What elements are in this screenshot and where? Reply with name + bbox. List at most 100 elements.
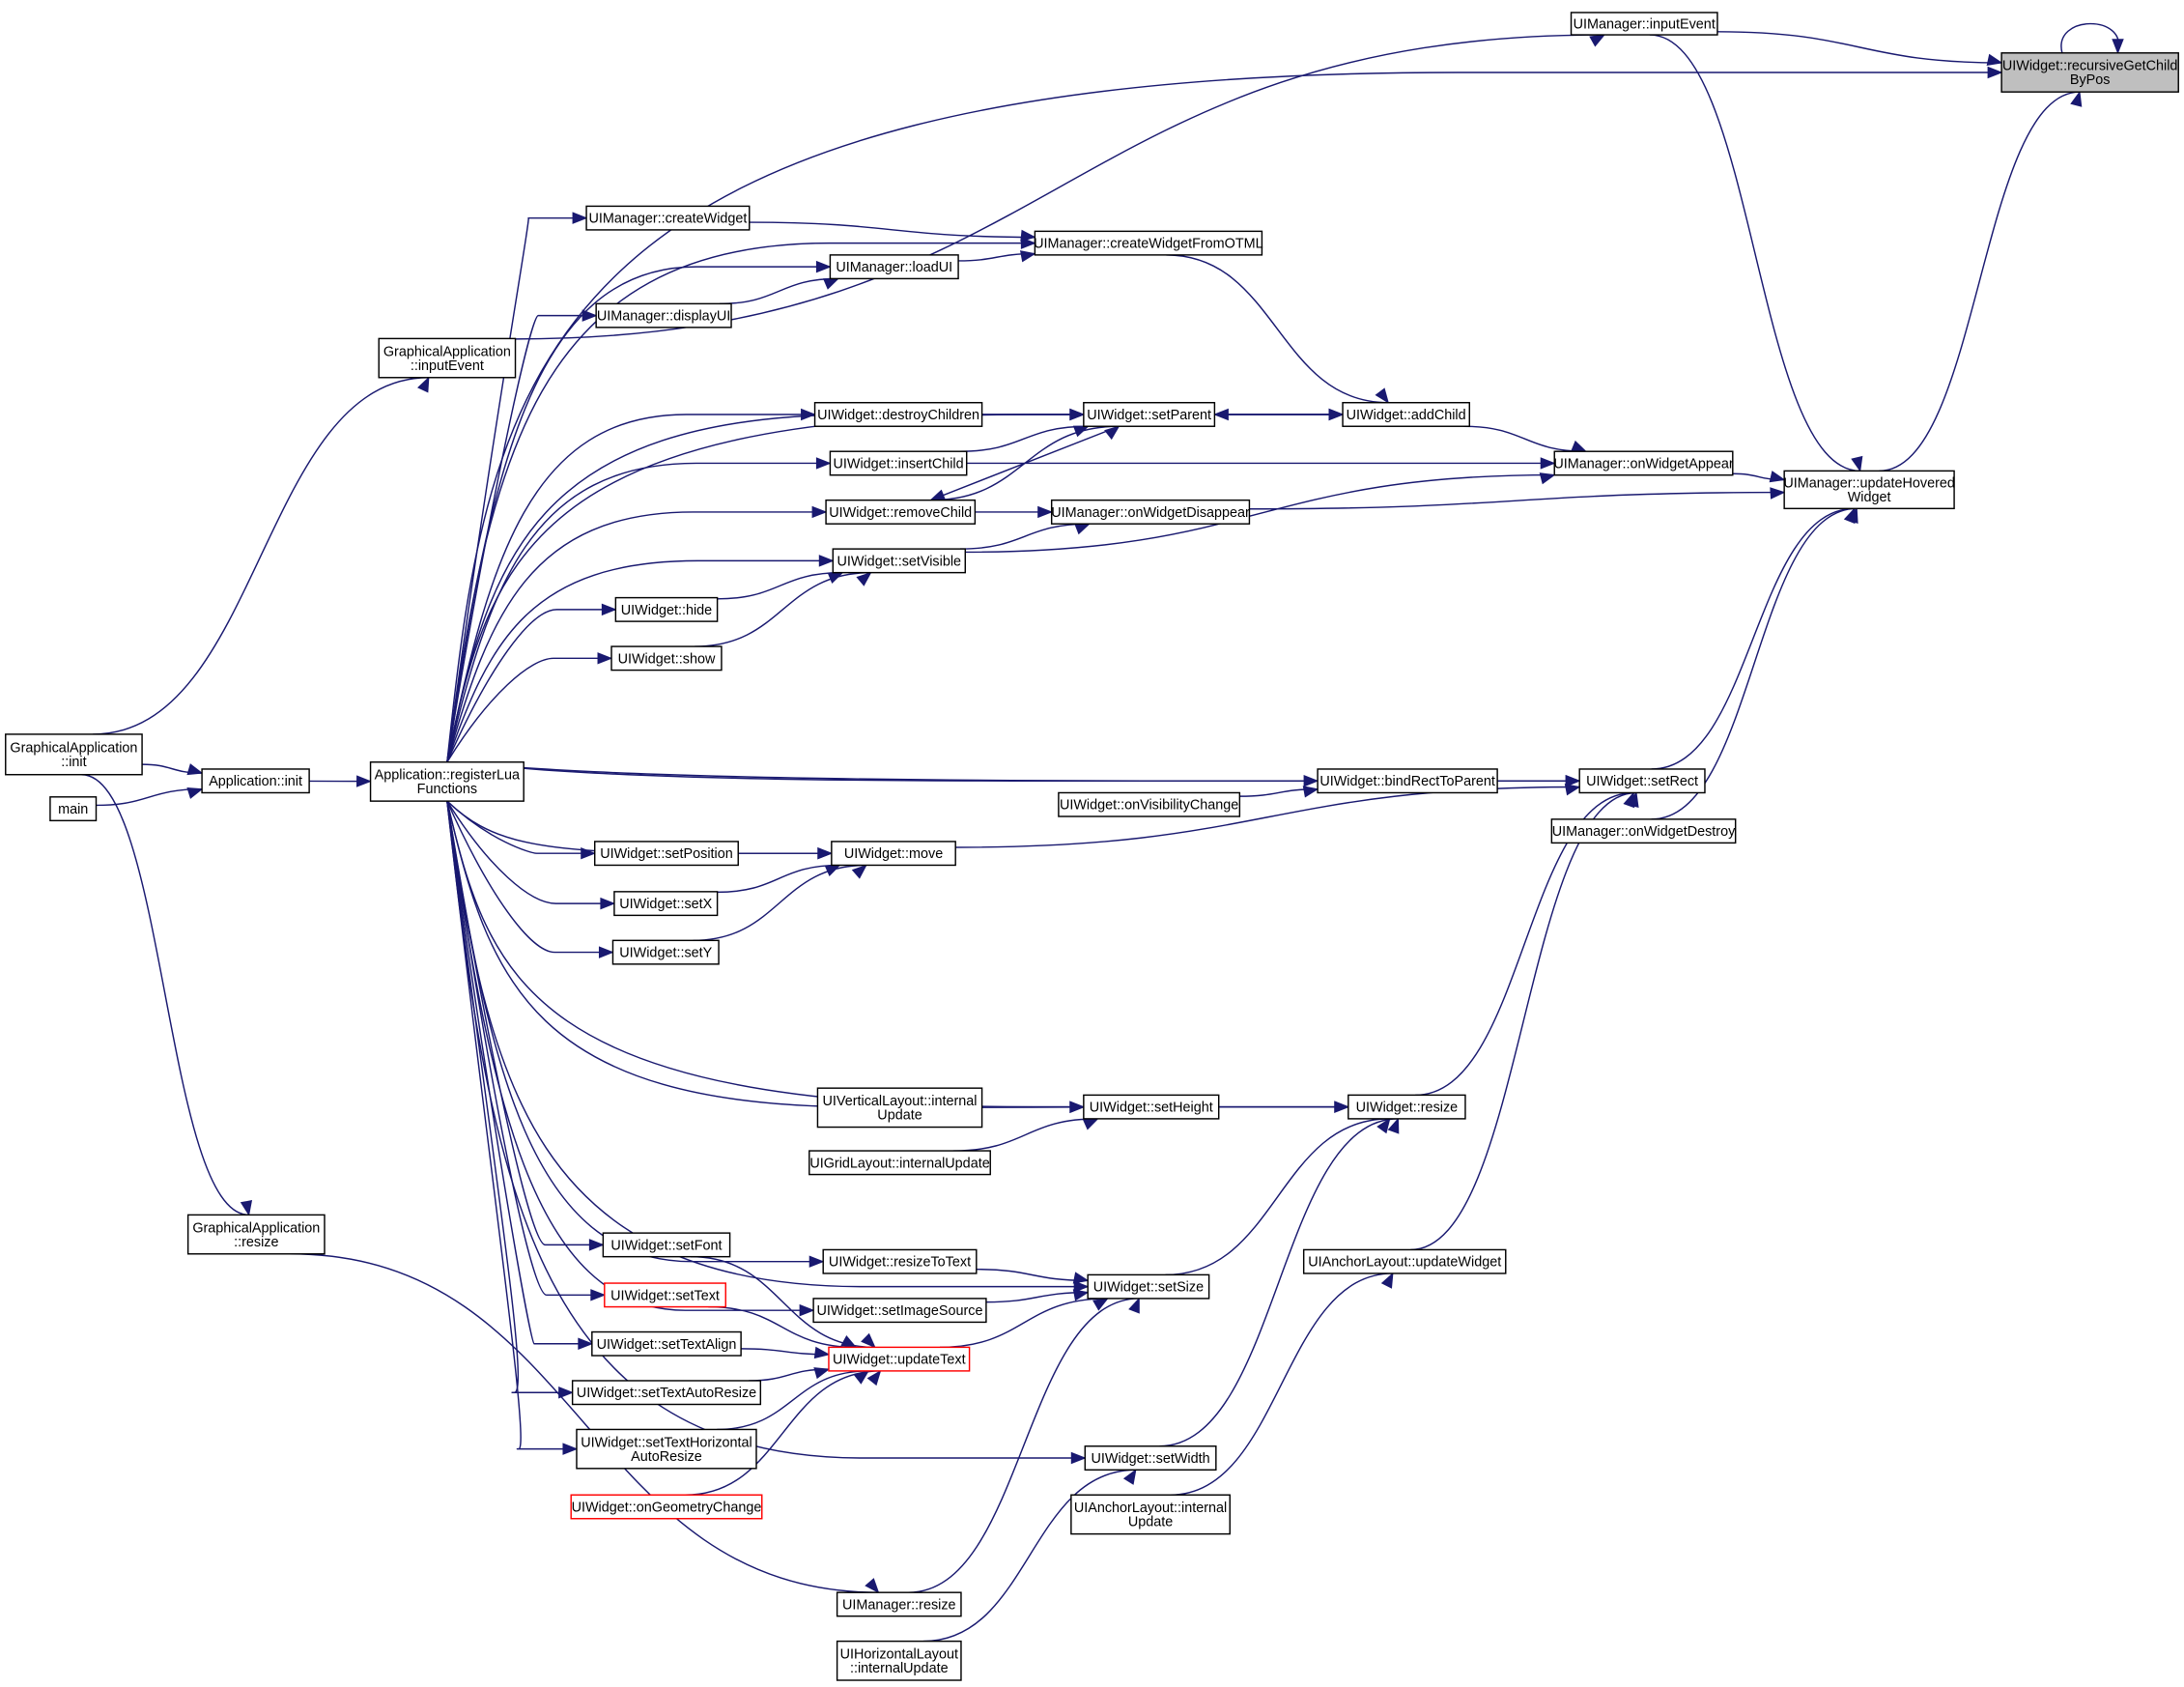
node-gridInternalUpdate[interactable]: UIGridLayout::internalUpdate [808,1150,991,1176]
edge-line [976,1268,1089,1282]
node-label: UIWidget::setPosition [600,846,733,862]
node-setWidth[interactable]: UIWidget::setWidth [1084,1445,1217,1471]
node-Application_init[interactable]: Application::init [201,768,310,794]
node-box [611,939,720,965]
node-label: ::resize [234,1235,278,1250]
node-verticalInternalUpdate[interactable]: UIVerticalLayout::internalUpdate [816,1087,983,1129]
edge-registerLuaFunctions-to-removeChild [446,505,828,762]
node-label: UIWidget::show [618,651,716,667]
node-label: UIWidget::setY [619,946,712,961]
node-setVisible[interactable]: UIWidget::setVisible [832,548,967,574]
node-addChild[interactable]: UIWidget::addChild [1342,402,1470,427]
node-label: UIAnchorLayout::updateWidget [1308,1255,1501,1271]
node-createWidget[interactable]: UIManager::createWidget [585,205,751,231]
node-label: UIManager::createWidgetFromOTML [1034,237,1263,252]
nodes-layer: UIWidget::recursiveGetChildByPosUIManage… [5,12,2179,1681]
node-setRect[interactable]: UIWidget::setRect [1578,768,1706,794]
edge-line [1879,91,2080,472]
node-label: UIManager::inputEvent [1574,17,1716,33]
node-setTextAlign[interactable]: UIWidget::setTextAlign [591,1330,742,1357]
node-box [829,254,959,280]
node-setFont[interactable]: UIWidget::setFont [602,1232,731,1258]
node-box [595,302,732,329]
node-onWidgetAppear[interactable]: UIManager::onWidgetAppear [1553,450,1734,476]
node-setImageSource[interactable]: UIWidget::setImageSource [812,1298,987,1324]
edge-setVisible-to-onWidgetDisappear [959,523,1092,550]
edge-line [717,571,843,600]
node-move[interactable]: UIWidget::move [831,841,956,867]
node-anchorInternalUpdate[interactable]: UIAnchorLayout::internalUpdate [1070,1494,1231,1535]
node-label: UIManager::loadUI [836,260,952,275]
node-setY[interactable]: UIWidget::setY [611,939,720,965]
node-box [1058,791,1241,817]
edge-setTextAutoResize-to-updateText [749,1367,831,1382]
node-main[interactable]: main [49,796,98,822]
node-setX[interactable]: UIWidget::setX [613,891,719,917]
edge-onGeometryChange-to-updateText [685,1369,882,1496]
node-box [1317,768,1498,794]
edge-line [1415,791,1634,1097]
node-show[interactable]: UIWidget::show [610,645,723,672]
node-setTextAutoResize[interactable]: UIWidget::setTextAutoResize [571,1380,762,1406]
node-bindRectToParent[interactable]: UIWidget::bindRectToParent [1317,768,1498,794]
edge-setVisible-to-onWidgetAppear [965,472,1556,554]
node-label: UIWidget::bindRectToParent [1319,774,1495,789]
node-label: UIWidget::setFont [610,1238,722,1253]
node-label: UIWidget::hide [621,603,712,618]
edge-registerLuaFunctions-to-destroyChildren [446,408,816,762]
node-insertChild[interactable]: UIWidget::insertChild [829,450,968,476]
node-box [836,1591,962,1617]
node-destroyChildren[interactable]: UIWidget::destroyChildren [813,402,983,427]
node-setText[interactable]: UIWidget::setText [604,1282,726,1308]
node-box [369,761,525,802]
node-GraphicalApplication_resize[interactable]: GraphicalApplication::resize [186,1214,326,1255]
edge-line [1716,31,2002,64]
node-onWidgetDestroy[interactable]: UIManager::onWidgetDestroy [1550,818,1737,844]
node-displayUI[interactable]: UIManager::displayUI [595,302,732,329]
node-UIManager_resize[interactable]: UIManager::resize [836,1591,962,1617]
edge-line [446,801,824,1263]
node-GraphicalApplication_init[interactable]: GraphicalApplication::init [5,733,143,776]
node-box [1550,818,1737,844]
node-loadUI[interactable]: UIManager::loadUI [829,254,959,280]
node-onGeometryChange[interactable]: UIWidget::onGeometryChange [570,1494,763,1520]
node-UIManager_inputEvent[interactable]: UIManager::inputEvent [1570,12,1718,36]
node-onWidgetDisappear[interactable]: UIManager::onWidgetDisappear [1050,499,1251,525]
node-updateText[interactable]: UIWidget::updateText [828,1346,971,1372]
edge-onWidgetAppear-to-updateHoveredWidget [1732,471,1786,483]
node-onVisibilityChange[interactable]: UIWidget::onVisibilityChange [1058,791,1241,817]
edge-setPosition-to-move [738,846,834,860]
node-label: UIWidget::insertChild [833,456,963,472]
node-setHeight[interactable]: UIWidget::setHeight [1083,1094,1220,1120]
node-setSize[interactable]: UIWidget::setSize [1087,1273,1210,1300]
node-createWidgetFromOTML[interactable]: UIManager::createWidgetFromOTML [1034,230,1263,256]
edge-line [446,511,827,762]
node-setPosition[interactable]: UIWidget::setPosition [593,841,739,867]
node-label: AutoResize [631,1449,702,1465]
node-label: UIManager::updateHovered [1783,476,1955,492]
edge-line [939,1298,1108,1349]
node-label: UIWidget::setParent [1087,408,1211,423]
edge-line [446,801,592,1345]
edge-line [446,800,613,954]
edge-setWidth-to-resize [1159,1117,1400,1447]
node-horizontalInternalUpdate[interactable]: UIHorizontalLayout::internalUpdate [836,1640,962,1681]
node-GraphicalApplication_inputEvent[interactable]: GraphicalApplication::inputEvent [378,337,517,379]
node-resize[interactable]: UIWidget::resize [1347,1094,1466,1120]
edge-insertChild-to-onWidgetAppear [966,457,1556,470]
node-anchorUpdateWidget[interactable]: UIAnchorLayout::updateWidget [1302,1248,1507,1274]
node-label: UIWidget::addChild [1347,408,1466,423]
node-box [1570,12,1718,36]
edge-line [446,609,616,763]
node-box [591,1330,742,1357]
node-hide[interactable]: UIWidget::hide [614,596,719,622]
node-setParent[interactable]: UIWidget::setParent [1083,402,1216,427]
node-removeChild[interactable]: UIWidget::removeChild [825,499,977,525]
node-box [570,1494,763,1520]
edge-setSize-to-resize [1165,1117,1391,1276]
node-resizeToText[interactable]: UIWidget::resizeToText [822,1248,978,1274]
